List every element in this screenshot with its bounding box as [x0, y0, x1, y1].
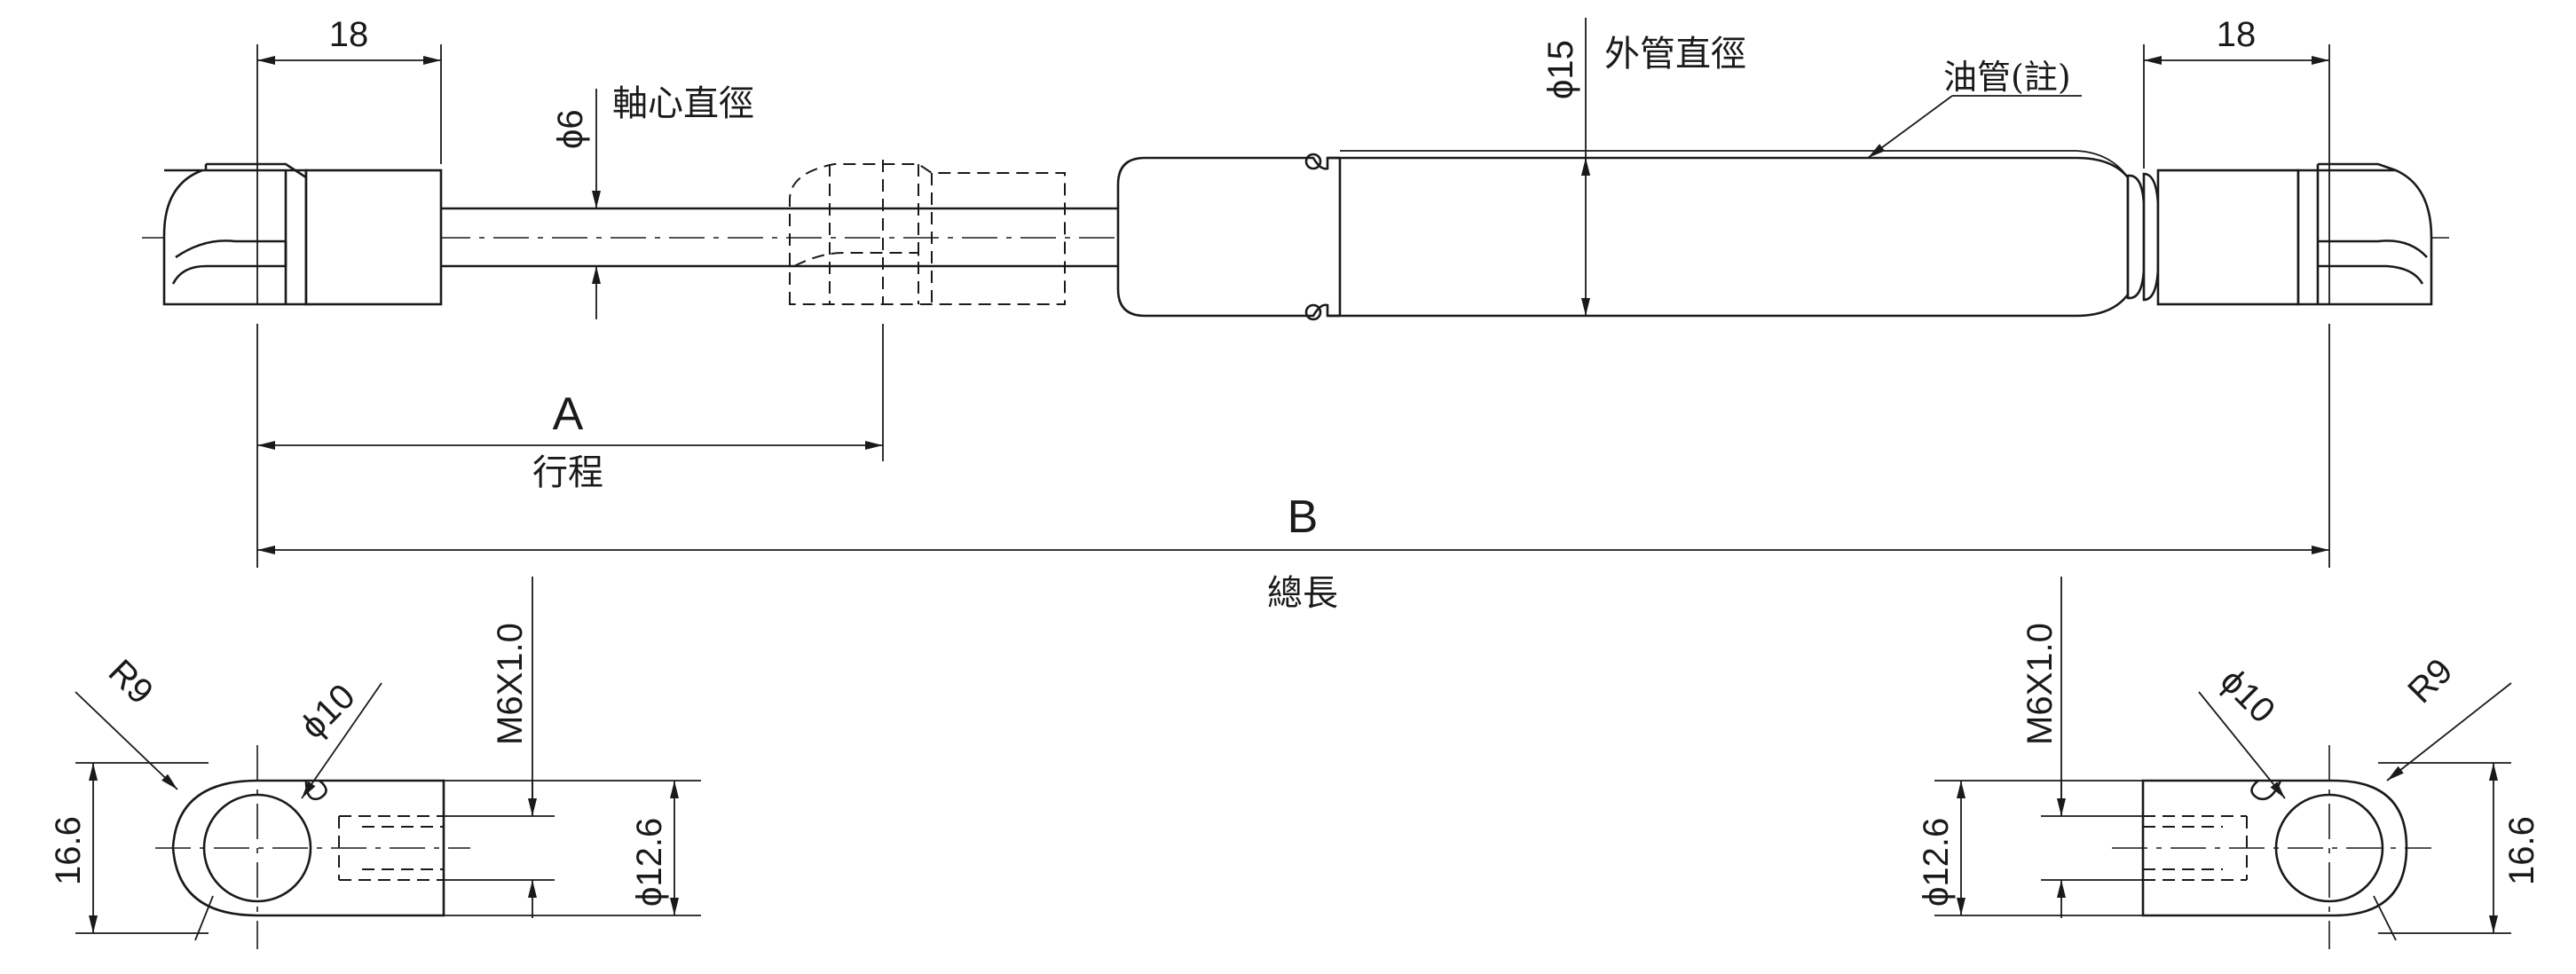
dim-left-18: 18 [256, 15, 442, 164]
total-letter: B [1288, 491, 1319, 543]
right-eye-detail: ϕ10 R9 16.6 M6X1.0 ϕ12.6 [1917, 577, 2541, 949]
dim-right-18: 18 [2143, 15, 2330, 169]
tube-diameter-text: 外管直徑 [1604, 34, 1746, 75]
left-width-label: 16.6 [49, 816, 88, 885]
stroke-letter: A [553, 389, 584, 440]
oil-tube-note: 油管(註) [1867, 58, 2082, 159]
right-radius-label: R9 [2400, 651, 2460, 711]
total-text: 總長 [1267, 573, 1338, 614]
extended-position-phantom [789, 160, 1066, 305]
right-neck-label: ϕ12.6 [1917, 818, 1956, 907]
oil-tube-label: 油管(註) [1943, 58, 2071, 97]
tube-end-rings [2126, 172, 2160, 302]
right-hole-label: ϕ10 [2213, 661, 2282, 730]
right-end-fitting [2156, 162, 2433, 306]
dim-left-18-label: 18 [329, 15, 369, 54]
tube-diameter-value: ϕ15 [1541, 40, 1580, 99]
right-thread-label: M6X1.0 [2021, 623, 2060, 745]
dim-rod-diameter: ϕ6 軸心直徑 [551, 83, 754, 319]
dim-right-18-label: 18 [2217, 15, 2257, 54]
left-hole-label: ϕ10 [293, 677, 362, 746]
dim-stroke-a: A 行程 [256, 324, 884, 568]
dim-total-b: B 總長 [257, 324, 2330, 614]
left-eye-detail: R9 ϕ10 16.6 M6X1.0 ϕ12.6 [49, 577, 701, 949]
stroke-text: 行程 [532, 452, 603, 493]
left-neck-label: ϕ12.6 [630, 818, 669, 907]
dim-tube-diameter: ϕ15 外管直徑 [1541, 18, 1746, 316]
left-end-fitting [162, 162, 443, 306]
outer-cylinder [1116, 150, 2130, 321]
left-thread-label: M6X1.0 [491, 623, 530, 745]
rod-diameter-value: ϕ6 [551, 109, 590, 149]
main-side-view: 18 18 ϕ6 軸心直徑 ϕ15 外管直徑 [142, 15, 2449, 614]
rod-diameter-text: 軸心直徑 [612, 83, 754, 124]
left-radius-label: R9 [101, 652, 161, 711]
piston-rod [441, 207, 1118, 268]
right-width-label: 16.6 [2502, 816, 2541, 885]
